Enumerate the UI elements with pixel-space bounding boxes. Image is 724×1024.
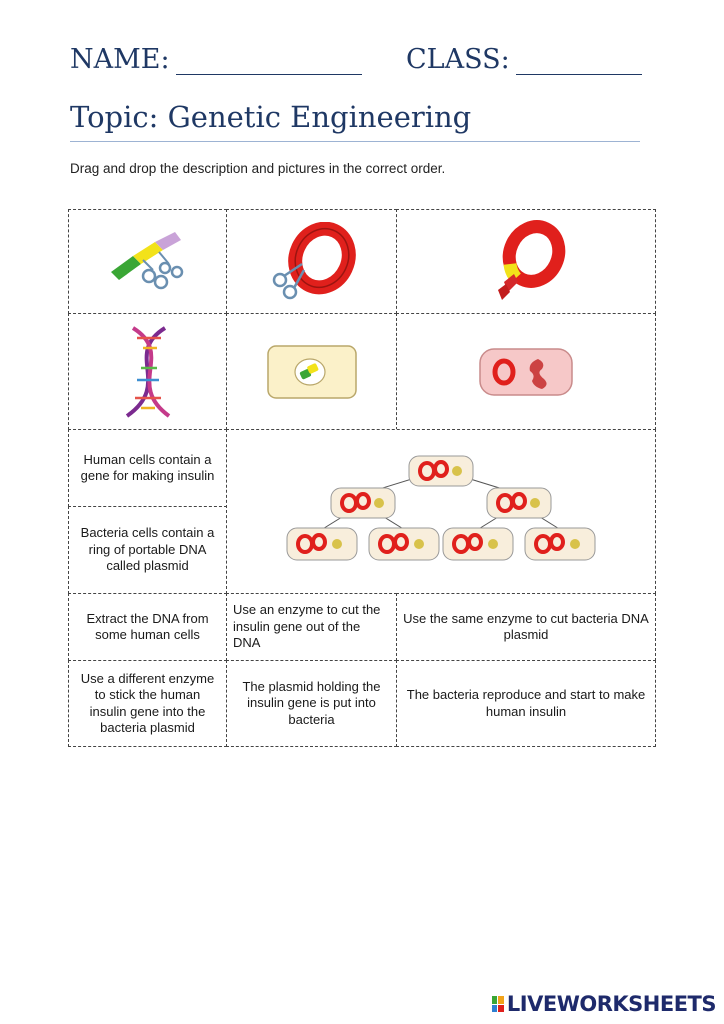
- bacteria-cell-icon: [479, 347, 573, 396]
- description-text: Use the same enzyme to cut bacteria DNA …: [403, 610, 649, 643]
- description-card-reproduce[interactable]: The bacteria reproduce and start to make…: [396, 660, 656, 747]
- logo-text: LIVEWORKSHEETS: [506, 992, 717, 1016]
- description-card-extract-dna[interactable]: Extract the DNA from some human cells: [68, 593, 227, 661]
- name-blank[interactable]: [175, 48, 362, 75]
- picture-card-dna[interactable]: [68, 313, 227, 430]
- picture-card-plasmid-gene[interactable]: [396, 209, 656, 314]
- description-text: Extract the DNA from some human cells: [86, 610, 209, 643]
- description-card-cut-plasmid[interactable]: Use the same enzyme to cut bacteria DNA …: [396, 593, 656, 661]
- description-text: Bacteria cells contain a ring of portabl…: [80, 525, 215, 574]
- description-text: Use an enzyme to cut the insulin gene ou…: [233, 602, 381, 651]
- class-label: CLASS:: [406, 44, 510, 75]
- bacteria-bottom-3: [442, 527, 514, 560]
- bacteria-bottom-1: [286, 527, 358, 560]
- description-text: The plasmid holding the insulin gene is …: [242, 678, 381, 727]
- bacteria-reproduction-icon: [286, 455, 596, 560]
- description-text: Use a different enzyme to stick the huma…: [80, 670, 215, 736]
- description-card-human-cells[interactable]: Human cells contain a gene for making in…: [68, 429, 227, 507]
- bacteria-bottom-2: [368, 527, 440, 560]
- picture-card-bacteria-reproduction[interactable]: [226, 429, 656, 594]
- bacteria-top: [408, 455, 474, 486]
- dna-helix-icon: [125, 325, 170, 418]
- title-divider: [70, 141, 640, 142]
- description-text: The bacteria reproduce and start to make…: [406, 687, 646, 719]
- plasmid-scissors-icon: [272, 221, 356, 299]
- class-field: CLASS:: [406, 44, 642, 75]
- description-card-bacteria-cells[interactable]: Bacteria cells contain a ring of portabl…: [68, 506, 227, 594]
- bacteria-mid-right: [486, 487, 552, 518]
- description-card-stick-gene[interactable]: Use a different enzyme to stick the huma…: [68, 660, 227, 747]
- class-blank[interactable]: [515, 48, 642, 75]
- description-card-cut-insulin[interactable]: Use an enzyme to cut the insulin gene ou…: [226, 593, 397, 661]
- name-label: NAME:: [70, 44, 170, 75]
- bacteria-bottom-4: [524, 527, 596, 560]
- liveworksheets-logo: LIVEWORKSHEETS: [491, 992, 717, 1016]
- picture-card-plasmid-scissors[interactable]: [226, 209, 397, 314]
- description-text: Human cells contain a gene for making in…: [80, 451, 215, 484]
- name-field: NAME:: [70, 44, 362, 75]
- gene-cut-scissors-icon: [110, 231, 183, 289]
- logo-mark-icon: [491, 996, 504, 1012]
- picture-card-bacteria-cell[interactable]: [396, 313, 656, 430]
- human-cell-icon: [266, 344, 357, 399]
- plasmid-with-gene-icon: [498, 219, 566, 300]
- page-title: Topic: Genetic Engineering: [70, 100, 472, 134]
- bacteria-mid-left: [330, 487, 396, 518]
- description-card-plasmid-into-bacteria[interactable]: The plasmid holding the insulin gene is …: [226, 660, 397, 747]
- picture-card-human-cell[interactable]: [226, 313, 397, 430]
- instructions: Drag and drop the description and pictur…: [70, 161, 446, 176]
- picture-card-gene-cut[interactable]: [68, 209, 227, 314]
